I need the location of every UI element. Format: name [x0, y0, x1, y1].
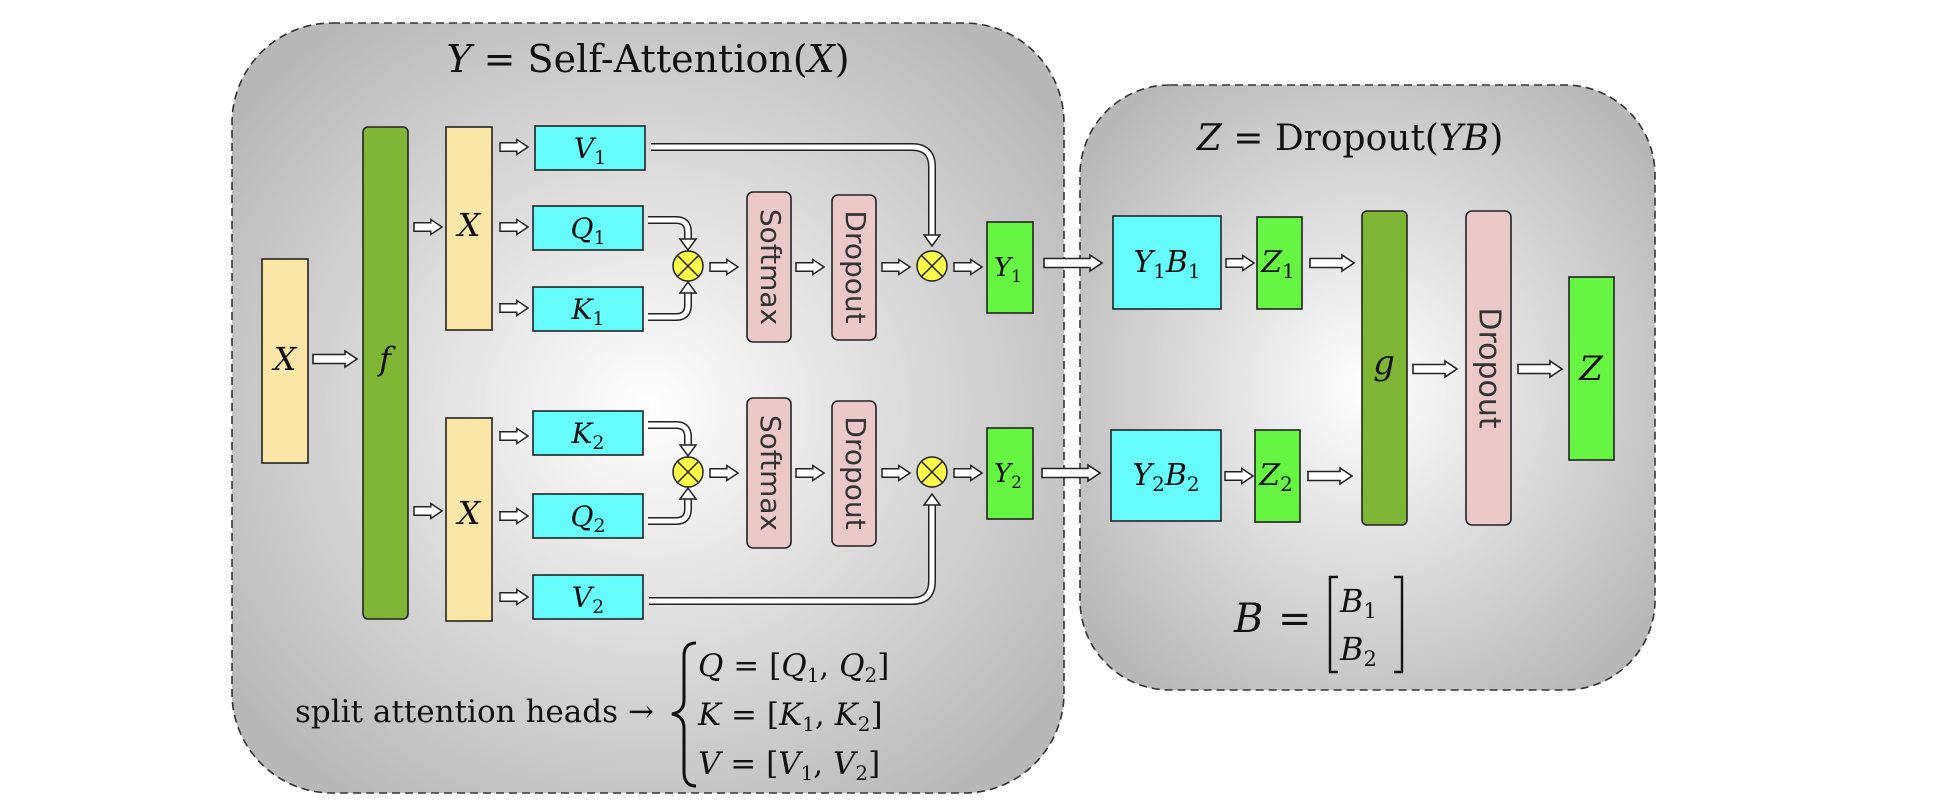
svg-text:B: B	[1233, 596, 1263, 642]
y1b1-box	[1112, 215, 1222, 310]
q1-box	[532, 205, 644, 251]
k2-label: K2	[570, 417, 604, 454]
svg-text:K = [K1, K2]: K = [K1, K2]	[697, 697, 883, 736]
softmax2-label: Softmax	[754, 415, 787, 531]
z1-label: Z1	[1260, 245, 1295, 283]
self-attention-panel	[231, 22, 1065, 794]
svg-text:Q = [Q1, Q2]: Q = [Q1, Q2]	[698, 648, 889, 687]
double-arrow-icon	[678, 486, 698, 500]
svg-text:B2: B2	[1339, 630, 1377, 671]
dropout-out-box	[1465, 210, 1512, 526]
v1-box	[534, 125, 646, 171]
svg-text:V = [V1, V2]: V = [V1, V2]	[698, 746, 880, 785]
svg-text:=: =	[1278, 596, 1312, 642]
head1-x-label: X	[455, 206, 482, 244]
z2-box	[1254, 429, 1301, 523]
q2-label: Q2	[570, 500, 605, 537]
head2-x-label: X	[455, 494, 482, 532]
double-arrow-icon	[922, 234, 942, 248]
y2b2-box	[1110, 429, 1222, 522]
f-box	[362, 126, 409, 620]
split-note: split attention heads → Q = [Q1, Q2] K =…	[295, 641, 889, 788]
y2-label: Y2	[994, 459, 1022, 493]
softmax1-label: Softmax	[754, 209, 787, 325]
svg-text:B1: B1	[1339, 582, 1377, 623]
k1-box	[532, 286, 644, 332]
double-arrow-icon	[922, 492, 942, 506]
z1-box	[1256, 216, 1303, 310]
head1-x-box	[445, 126, 493, 331]
v2-box	[532, 574, 644, 620]
input-x-box	[261, 258, 309, 464]
q2-box	[532, 493, 644, 539]
y2b2-label: Y2B2	[1132, 458, 1199, 496]
dropout-out-label: Dropout	[1472, 307, 1507, 429]
softmax2-box	[746, 397, 792, 549]
dropout-title: Z = Dropout(YB)	[1196, 118, 1504, 159]
dropout2-label: Dropout	[839, 416, 872, 529]
y2-box	[986, 427, 1034, 520]
z-output-box	[1568, 276, 1615, 461]
dropout1-box	[831, 194, 877, 341]
dropout1-label: Dropout	[839, 210, 872, 323]
y1b1-label: Y1B1	[1133, 245, 1200, 283]
double-arrow-icon	[678, 444, 698, 458]
double-arrow-icon	[678, 238, 698, 252]
self-attention-title: Y = Self-Attention(X)	[446, 37, 849, 81]
k1-label: K1	[570, 293, 604, 330]
v2-label: V2	[572, 581, 604, 618]
y1-box	[986, 221, 1034, 314]
q1-label: Q1	[570, 212, 605, 249]
z2-label: Z2	[1258, 458, 1293, 496]
v1-label: V1	[574, 132, 606, 169]
softmax1-box	[746, 191, 792, 343]
k2-box	[532, 410, 644, 456]
double-arrow-icon	[678, 280, 698, 294]
z-output-label: Z	[1578, 349, 1604, 389]
svg-text:split attention heads →: split attention heads →	[295, 694, 654, 730]
g-label: g	[1373, 343, 1395, 383]
head2-x-box	[445, 417, 493, 622]
input-x-label: X	[271, 340, 298, 378]
y1-label: Y1	[994, 253, 1022, 287]
g-box	[1361, 210, 1408, 526]
dropout2-box	[831, 400, 877, 547]
b-matrix: B = B1 B2	[1233, 575, 1404, 674]
